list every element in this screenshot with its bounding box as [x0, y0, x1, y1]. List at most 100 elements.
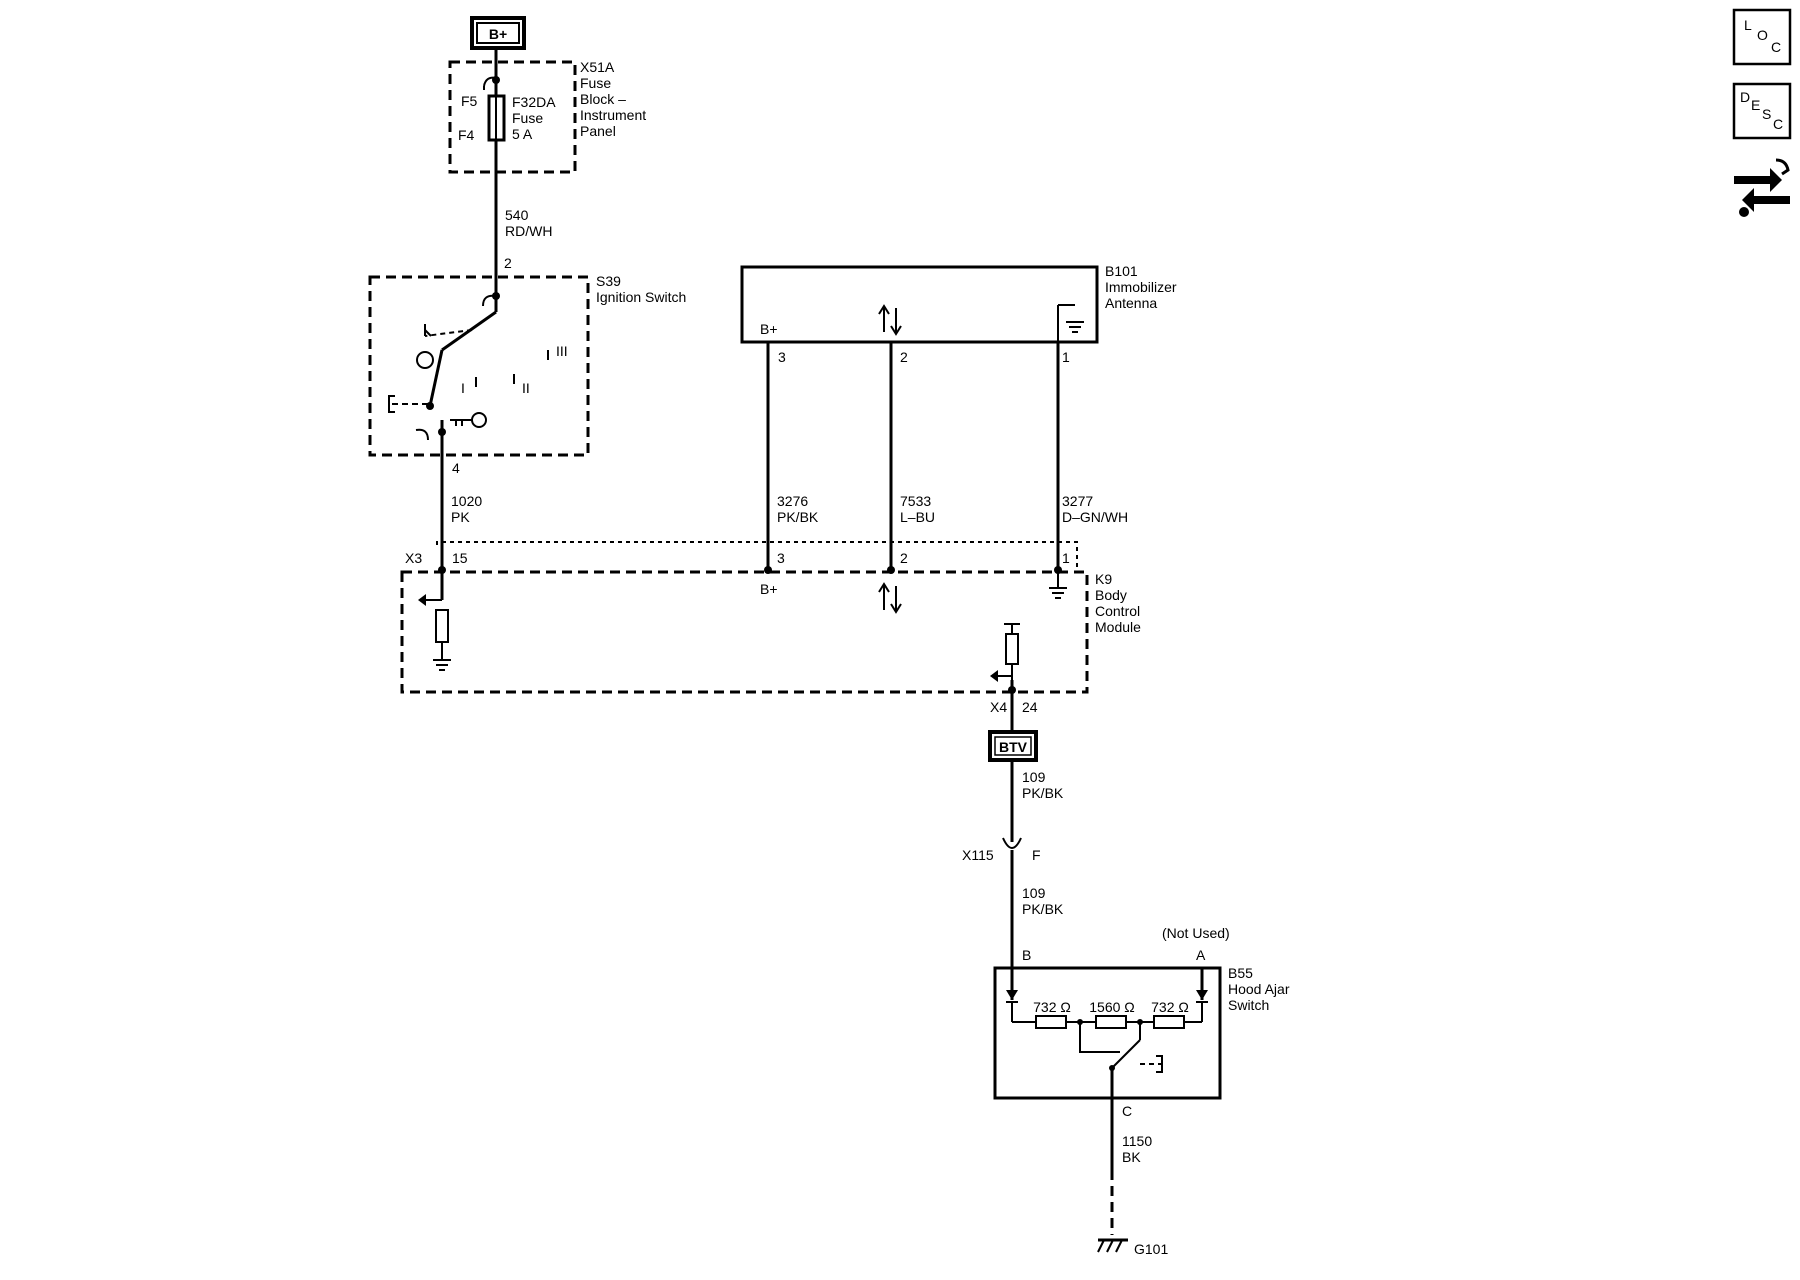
desc-letter-3: S [1762, 106, 1771, 122]
bcm-bplus: B+ [760, 581, 778, 597]
bcm-pin-2: 2 [900, 550, 908, 566]
ign-pos-2: II [522, 380, 530, 396]
resistor-1-value: 732 Ω [1033, 999, 1071, 1015]
desc-letter-1: D [1740, 89, 1750, 105]
immobilizer-name-2: Antenna [1105, 295, 1157, 311]
wire-109b-color: PK/BK [1022, 901, 1064, 917]
immobilizer-pin-3: 3 [778, 349, 786, 365]
bcm-name-3: Module [1095, 619, 1141, 635]
input-arrow-icon [418, 594, 426, 606]
bcm-name-2: Control [1095, 603, 1140, 619]
bcm-name-1: Body [1095, 587, 1127, 603]
ground-id: G101 [1134, 1241, 1168, 1257]
bcm-pin-15: 15 [452, 550, 468, 566]
bcm-pin-3: 3 [777, 550, 785, 566]
resistor-3-value: 732 Ω [1151, 999, 1189, 1015]
fuse-block-name-3: Instrument [580, 107, 646, 123]
fuse-block-name-4: Panel [580, 123, 616, 139]
pin-b-arrow-icon [1006, 990, 1018, 1000]
fuse-rating: 5 A [512, 126, 533, 142]
resistor-2-icon [1095, 1015, 1127, 1029]
fuse-block: F5 F4 F32DA Fuse 5 A X51A Fuse Block – I… [448, 48, 646, 174]
bcm-connector-x4: X4 [990, 699, 1007, 715]
body-control-module: X3 15 3 2 1 K9 Body Control Module B+ [400, 541, 1141, 715]
wire-3276-color: PK/BK [777, 509, 819, 525]
btv-box: BTV [988, 730, 1038, 762]
wire-1150-color: BK [1122, 1149, 1141, 1165]
wire-7533-color: L–BU [900, 509, 935, 525]
bcm-id: K9 [1095, 571, 1112, 587]
ign-switch-name: Ignition Switch [596, 289, 686, 305]
wire-540-color: RD/WH [505, 223, 552, 239]
wire-3277-color: D–GN/WH [1062, 509, 1128, 525]
hood-ajar-switch: (Not Used) B A B55 Hood Ajar Switch 732 … [993, 925, 1290, 1119]
resistor-3-icon [1153, 1015, 1185, 1029]
desc-letter-4: C [1773, 116, 1783, 132]
bcm-ground-icon [1049, 587, 1067, 599]
bcm-connector-x3: X3 [405, 550, 422, 566]
ignition-switch: 2 S39 Ignition Switch I II III 4 [368, 255, 686, 476]
ign-pos-1: I [461, 380, 465, 396]
hood-pin-c: C [1122, 1103, 1132, 1119]
x115-pin: F [1032, 847, 1041, 863]
loc-letter-2: O [1757, 27, 1768, 43]
hood-pin-b: B [1022, 947, 1031, 963]
hood-name-1: Hood Ajar [1228, 981, 1290, 997]
btv-label: BTV [999, 739, 1028, 755]
bcm-pin-1: 1 [1062, 550, 1070, 566]
hood-pin-a: A [1196, 947, 1206, 963]
resistor-2-value: 1560 Ω [1089, 999, 1135, 1015]
bidirectional-arrow-icon [878, 304, 902, 336]
pullup-resistor-icon [1005, 633, 1019, 665]
x4-input-arrow-icon [990, 670, 998, 682]
key-icon [450, 412, 487, 428]
immobilizer-pin-1: 1 [1062, 349, 1070, 365]
fuse-pin-in: F5 [461, 93, 478, 109]
fuse-block-name-2: Block – [580, 91, 626, 107]
wire-540-number: 540 [505, 207, 529, 223]
tools-icon[interactable] [1734, 158, 1790, 217]
fuse-word: Fuse [512, 110, 543, 126]
wire-1020-color: PK [451, 509, 470, 525]
fuse-pin-out: F4 [458, 127, 475, 143]
loc-button[interactable]: L O C [1732, 8, 1792, 66]
pulldown-resistor-icon [435, 609, 449, 643]
wire-109a-color: PK/BK [1022, 785, 1064, 801]
resistor-1-icon [1035, 1015, 1067, 1029]
power-label: B+ [489, 26, 507, 42]
wire-3277-number: 3277 [1062, 493, 1093, 509]
wire-7533-number: 7533 [900, 493, 931, 509]
x115-id: X115 [962, 847, 994, 863]
hood-name-2: Switch [1228, 997, 1269, 1013]
ground-icon [1057, 304, 1084, 342]
battery-power-source: B+ [470, 16, 526, 50]
wire-1020-number: 1020 [451, 493, 482, 509]
wire-3276-number: 3276 [777, 493, 808, 509]
pin-a-arrow-icon [1196, 990, 1208, 1000]
hood-not-used: (Not Used) [1162, 925, 1230, 941]
ign-pos-3: III [556, 343, 568, 359]
bcm-bidirectional-arrow-icon [878, 582, 902, 614]
wire-109b-number: 109 [1022, 885, 1046, 901]
ign-switch-id: S39 [596, 273, 621, 289]
bcm-x3-ground-icon [433, 659, 451, 671]
fuse-id: F32DA [512, 94, 556, 110]
bcm-pin-24: 24 [1022, 699, 1038, 715]
wire-109a-number: 109 [1022, 769, 1046, 785]
immobilizer-bplus: B+ [760, 321, 778, 337]
hood-id: B55 [1228, 965, 1253, 981]
fuse-block-id: X51A [580, 59, 615, 75]
immobilizer-pin-2: 2 [900, 349, 908, 365]
loc-letter-1: L [1744, 17, 1752, 33]
chassis-ground-icon [1097, 1238, 1128, 1253]
desc-button[interactable]: D E S C [1732, 82, 1792, 140]
loc-letter-3: C [1771, 39, 1781, 55]
ign-pin-top: 2 [504, 255, 512, 271]
immobilizer-antenna: B101 Immobilizer Antenna B+ 3 2 1 [740, 263, 1177, 365]
immobilizer-id: B101 [1105, 263, 1138, 279]
inline-connector-x115: X115 F [962, 837, 1041, 863]
desc-letter-2: E [1751, 97, 1760, 113]
fuse-block-name-1: Fuse [580, 75, 611, 91]
